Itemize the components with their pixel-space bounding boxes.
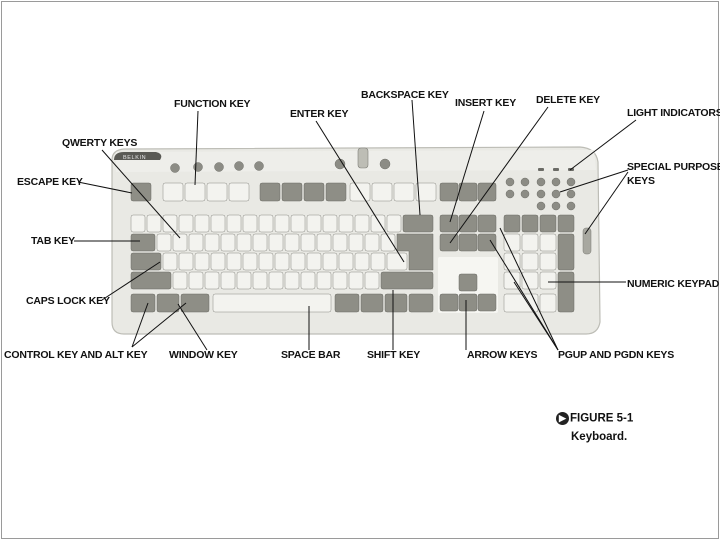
label-caps-lock-key: CAPS LOCK KEY xyxy=(26,295,110,307)
figure-caption: Keyboard. xyxy=(571,431,627,443)
figure-title-text: FIGURE 5-1 xyxy=(570,413,633,425)
label-shift-key: SHIFT KEY xyxy=(367,349,420,361)
label-light-indicators: LIGHT INDICATORS xyxy=(627,107,720,119)
figure-arrow-icon: ▶ xyxy=(556,412,569,425)
alphanumeric-keys xyxy=(131,215,433,312)
label-qwerty-keys: QWERTY KEYS xyxy=(62,137,137,149)
figure-title: ▶FIGURE 5-1 xyxy=(556,412,633,425)
label-tab-key: TAB KEY xyxy=(31,235,75,247)
label-insert-key: INSERT KEY xyxy=(455,97,516,109)
light-indicators xyxy=(538,168,574,171)
brand-logo: BELKIN xyxy=(114,152,161,161)
label-special-purpose-keys-1: SPECIAL PURPOSE xyxy=(627,161,720,173)
label-control-alt-key: CONTROL KEY AND ALT KEY xyxy=(4,349,147,361)
label-backspace-key: BACKSPACE KEY xyxy=(361,89,449,101)
volume-knob xyxy=(358,148,368,168)
label-enter-key: ENTER KEY xyxy=(290,108,348,120)
label-delete-key: DELETE KEY xyxy=(536,94,600,106)
label-pgup-pgdn-keys: PGUP AND PGDN KEYS xyxy=(558,349,674,361)
label-function-key: FUNCTION KEY xyxy=(174,98,250,110)
keyboard-top-band xyxy=(116,150,596,172)
brand-text: BELKIN xyxy=(123,155,146,161)
label-special-purpose-keys-2: KEYS xyxy=(627,175,655,187)
label-space-bar: SPACE BAR xyxy=(281,349,340,361)
label-window-key: WINDOW KEY xyxy=(169,349,238,361)
function-keys xyxy=(131,183,496,201)
label-escape-key: ESCAPE KEY xyxy=(17,176,83,188)
label-numeric-keypad: NUMERIC KEYPAD xyxy=(627,278,719,290)
label-arrow-keys: ARROW KEYS xyxy=(467,349,537,361)
